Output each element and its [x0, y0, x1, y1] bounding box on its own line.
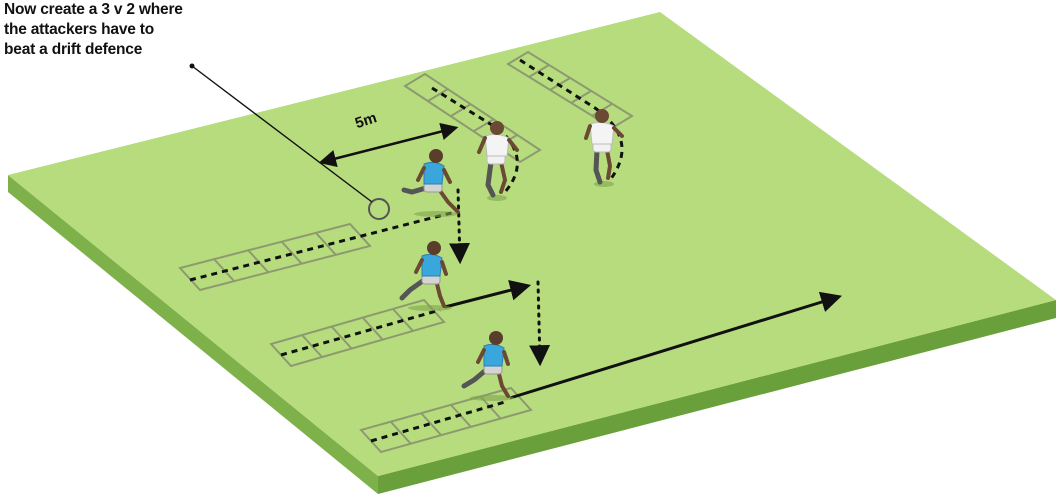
caption-line-3: beat a drift defence [4, 41, 143, 58]
pitch-side-front [378, 300, 1056, 494]
ladder-defender-left [403, 72, 542, 164]
run-arrow-bottom [509, 291, 843, 400]
ladder-attacker-bottom [359, 386, 533, 454]
ladder-attacker-middle [269, 298, 446, 368]
pass-lines [449, 188, 551, 367]
attacker-middle [399, 241, 452, 311]
run-arrows [444, 279, 843, 400]
run-line-top [189, 210, 456, 282]
pitch-side-left [8, 175, 378, 494]
pitch [8, 12, 1056, 494]
pass-1 [449, 188, 471, 265]
pitch-surface [8, 12, 1056, 476]
callout-dot [189, 63, 195, 69]
run-arrow-middle [444, 279, 532, 309]
start-cone-circle [368, 198, 390, 220]
callout-leader-line [191, 65, 373, 203]
callout [189, 63, 390, 220]
run-line-bottom [370, 400, 506, 443]
attacker-bottom [461, 331, 514, 401]
drill-caption: Now create a 3 v 2 where the attackers h… [4, 0, 264, 60]
caption-line-1: Now create a 3 v 2 where [4, 1, 183, 18]
distance-arrow [318, 122, 459, 168]
defender-left [477, 121, 519, 201]
run-line-middle [280, 308, 441, 357]
pass-2 [529, 280, 551, 367]
defender-right [584, 109, 624, 187]
attacker-top [401, 149, 460, 217]
drift-line-right [519, 58, 624, 181]
caption-line-2: the attackers have to [4, 21, 155, 38]
